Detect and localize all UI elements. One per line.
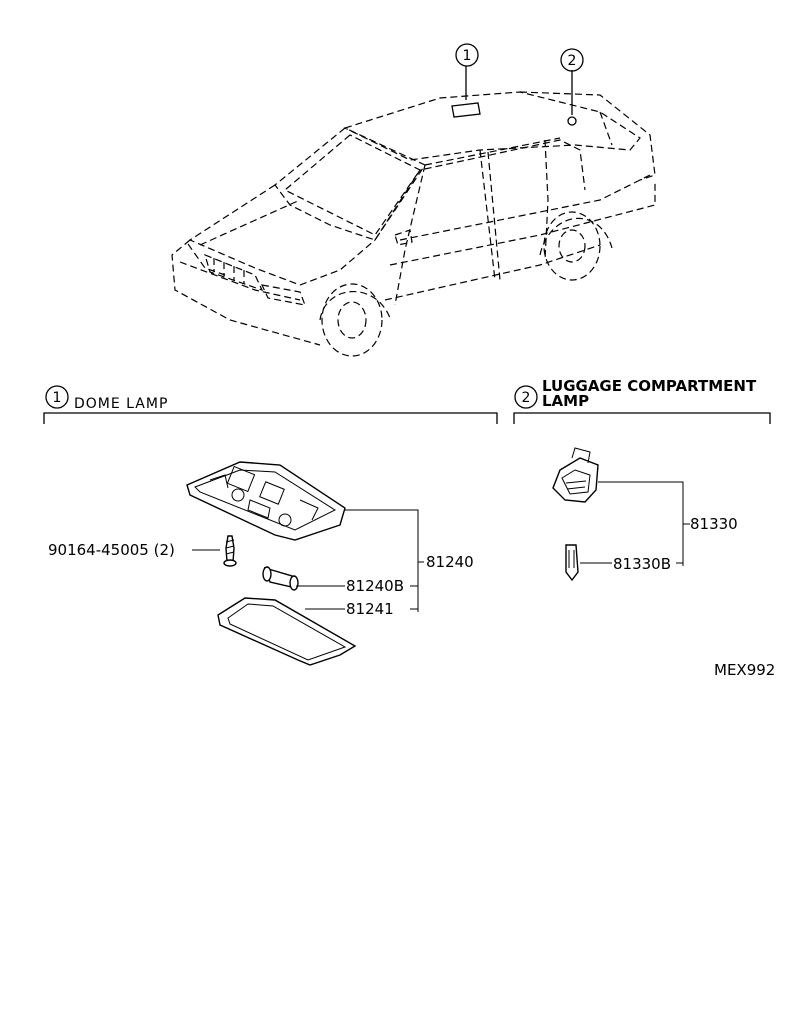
callout-2-number: 2 (568, 53, 577, 69)
luggage-leader-lines (580, 481, 690, 566)
section-luggage-lamp-header: 2 LUGGAGE COMPARTMENT LAMP (513, 377, 771, 424)
part-label-81240: 81240 (426, 553, 474, 571)
section-2-number: 2 (522, 390, 531, 406)
part-label-81330b: 81330B (613, 555, 671, 573)
screw-icon (223, 535, 237, 567)
callout-2: 2 (560, 48, 584, 72)
section-2-title-line1: LUGGAGE COMPARTMENT (542, 377, 757, 395)
dome-bulb-icon (262, 566, 299, 591)
part-label-81330: 81330 (690, 515, 738, 533)
car-illustration (171, 66, 656, 357)
callout-1: 1 (455, 43, 479, 67)
diagram-code: MEX992 (714, 661, 775, 679)
dome-lamp-housing (186, 461, 346, 541)
section-1-number: 1 (53, 390, 62, 406)
part-label-81241: 81241 (346, 600, 394, 618)
callout-1-number: 1 (463, 48, 472, 64)
part-label-81240b: 81240B (346, 577, 404, 595)
luggage-lamp-socket-icon (552, 447, 599, 503)
dome-lens-icon (217, 597, 357, 666)
section-2-title-line2: LAMP (542, 392, 589, 410)
part-label-screw: 90164-45005 (2) (48, 541, 175, 559)
luggage-bulb-icon (565, 544, 579, 582)
dome-leader-lines (192, 509, 424, 612)
section-1-title: DOME LAMP (74, 396, 168, 412)
section-dome-lamp-header: 1 DOME LAMP (43, 385, 498, 424)
